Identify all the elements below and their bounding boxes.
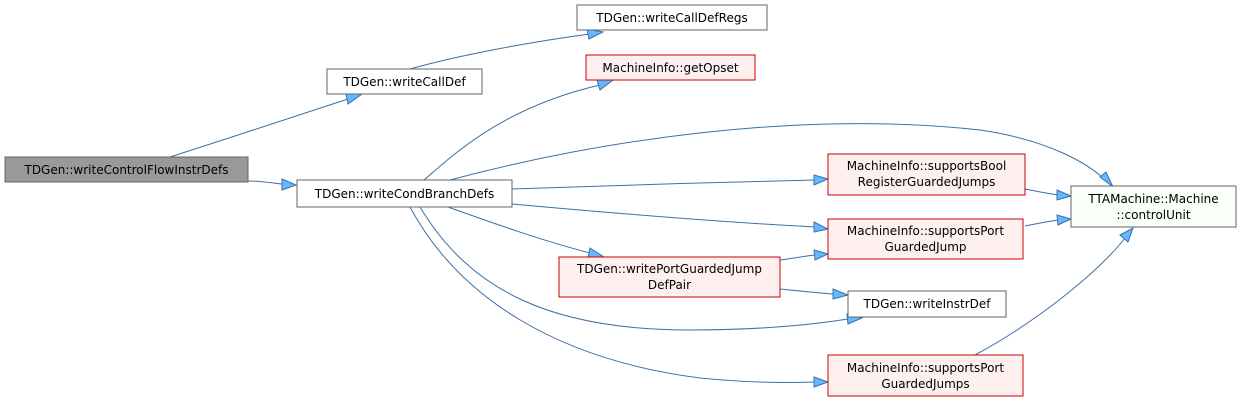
node-writePortGuardedJumpDefPair[interactable]: TDGen::writePortGuardedJump DefPair <box>558 256 781 298</box>
node-writeInstrDef[interactable]: TDGen::writeInstrDef <box>847 290 1007 318</box>
edge-root-to-writeCallDef <box>169 93 364 158</box>
node-writeCallDefRegs[interactable]: TDGen::writeCallDefRegs <box>576 4 768 31</box>
node-getOpset[interactable]: MachineInfo::getOpset <box>585 54 756 81</box>
edge-writeCondBranchDefs-to-getOpset <box>423 79 615 181</box>
node-writeCondBranchDefs[interactable]: TDGen::writeCondBranchDefs <box>296 179 513 208</box>
node-supportsPortGuardedJump[interactable]: MachineInfo::supportsPort GuardedJump <box>827 218 1024 260</box>
node-label: TDGen::writeInstrDef <box>863 297 992 311</box>
node-supportsPortGuardedJumps[interactable]: MachineInfo::supportsPort GuardedJumps <box>827 354 1024 397</box>
node-label: TDGen::writeControlFlowInstrDefs <box>23 163 228 177</box>
node-label: MachineInfo::getOpset <box>602 61 738 75</box>
edge-writeCondBranchDefs-to-controlUnit <box>449 123 1114 188</box>
node-label-line-1: MachineInfo::supportsPort <box>847 361 1004 375</box>
node-label-line-2: RegisterGuardedJumps <box>858 175 996 189</box>
node-label-line-1: TDGen::writePortGuardedJump <box>576 262 762 276</box>
edge-writeCondBranchDefs-to-supportsBool <box>511 174 830 190</box>
node-supportsBoolRegisterGuardedJumps[interactable]: MachineInfo::supportsBool RegisterGuarde… <box>827 153 1026 196</box>
edge-writePortGuardedJumpDefPair-to-supportsPortGuardedJump <box>779 249 830 261</box>
graph-nodes: TDGen::writeControlFlowInstrDefs TDGen::… <box>4 4 1237 397</box>
node-writeCallDef[interactable]: TDGen::writeCallDef <box>326 68 483 95</box>
node-label-line-2: DefPair <box>648 278 691 292</box>
node-label-line-1: MachineInfo::supportsPort <box>847 224 1004 238</box>
edge-writeCondBranchDefs-to-supportsPortGuardedJump <box>511 203 830 233</box>
node-label-line-1: MachineInfo::supportsBool <box>847 159 1007 173</box>
node-label-line-2: ::controlUnit <box>1116 208 1190 222</box>
node-label: TDGen::writeCallDefRegs <box>595 11 747 25</box>
node-label: TDGen::writeCondBranchDefs <box>314 187 494 201</box>
graph-edges <box>169 28 1134 388</box>
node-label-line-1: TTAMachine::Machine <box>1087 192 1218 206</box>
node-label: TDGen::writeCallDef <box>342 75 466 89</box>
edge-writeCondBranchDefs-to-supportsPortGuardedJumps <box>409 206 830 388</box>
node-controlUnit[interactable]: TTAMachine::Machine ::controlUnit <box>1070 185 1237 228</box>
edge-supportsBool-to-controlUnit <box>1024 188 1073 201</box>
edge-root-to-writeCondBranchDefs <box>247 178 298 191</box>
node-writeControlFlowInstrDefs[interactable]: TDGen::writeControlFlowInstrDefs <box>4 156 249 183</box>
edge-supportsPortGuardedJump-to-controlUnit <box>1024 214 1073 227</box>
edge-writePortGuardedJumpDefPair-to-writeInstrDef <box>779 288 850 300</box>
edge-writeCondBranchDefs-to-writePortGuardedJumpDefPair <box>447 206 606 259</box>
edge-writeCallDef-to-writeCallDefRegs <box>409 28 605 70</box>
edge-supportsPortGuardedJumps-to-controlUnit <box>974 226 1134 356</box>
node-label-line-2: GuardedJumps <box>881 377 969 391</box>
node-label-line-2: GuardedJump <box>884 240 966 254</box>
